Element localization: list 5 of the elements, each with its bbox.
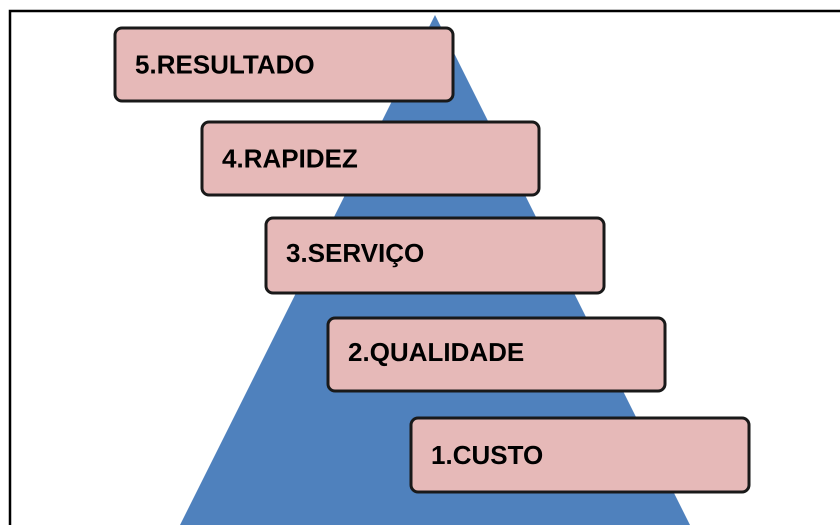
label-box: 4.RAPIDEZ — [200, 120, 540, 196]
label-box: 2.QUALIDADE — [326, 316, 666, 392]
label-box: 5.RESULTADO — [114, 26, 454, 102]
label-box: 1.CUSTO — [410, 416, 750, 494]
label-box: 3.SERVIÇO — [264, 216, 606, 294]
